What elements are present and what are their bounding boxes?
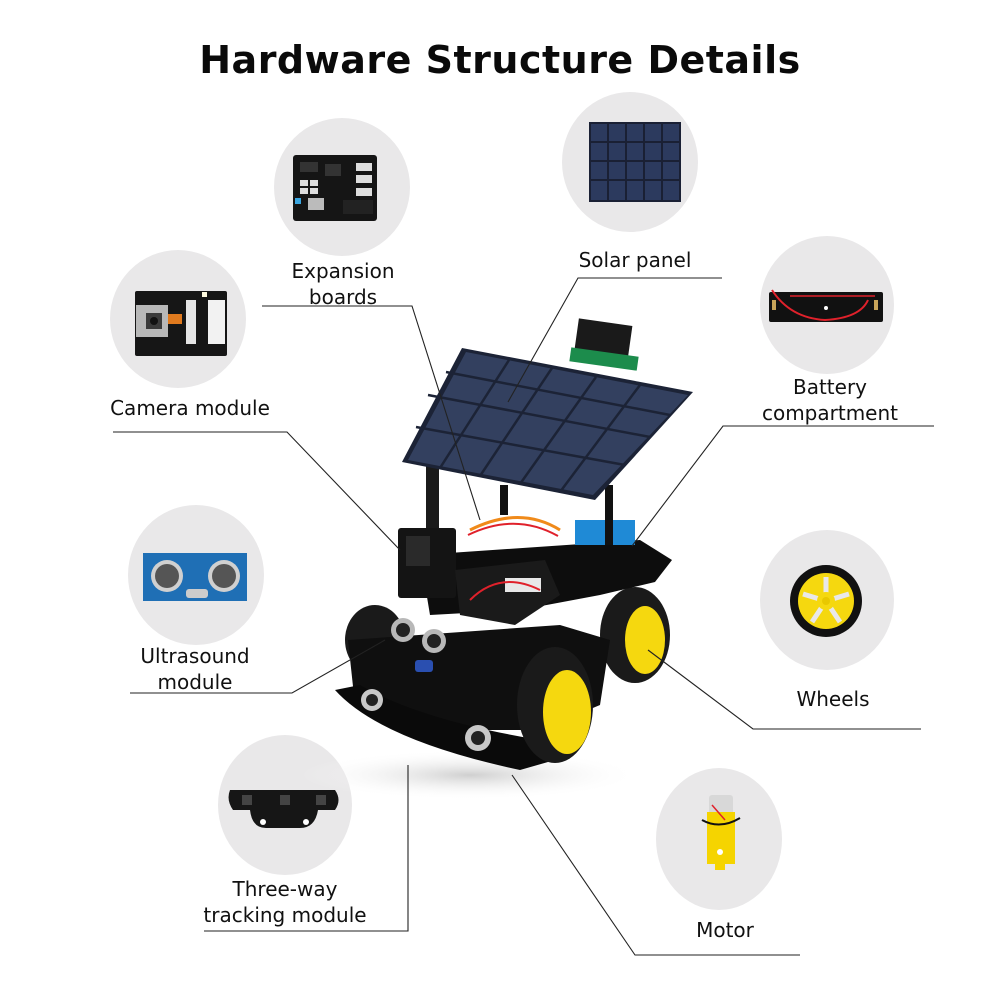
wheel-icon [790, 565, 862, 637]
expansion-board-icon [293, 155, 377, 221]
page-title: Hardware Structure Details [199, 38, 801, 82]
tracking-sensor-icon [228, 790, 339, 828]
leader-ultrasound-module [130, 639, 386, 694]
label-motor: Motor [696, 918, 754, 942]
rear-wheel [600, 587, 670, 683]
leader-solar-panel [507, 277, 722, 403]
label-wheels: Wheels [796, 687, 870, 711]
car-solar-panel [402, 318, 693, 500]
battery-holder-icon [769, 289, 883, 322]
leader-wheels [647, 649, 921, 730]
leader-expansion-boards [262, 305, 481, 521]
label-expansion-boards: Expansion boards [291, 259, 395, 309]
label-battery-compartment: Battery compartment [761, 375, 899, 425]
antenna [426, 458, 439, 540]
label-tracking-module: Three-way tracking module [203, 877, 367, 927]
solar-panel-icon [589, 122, 681, 202]
leader-tracking-module [204, 765, 409, 932]
motor-icon [701, 795, 741, 870]
camera-module-icon [135, 291, 227, 356]
label-ultrasound-module: Ultrasound module [140, 644, 250, 694]
ultrasound-sensor-icon [143, 553, 247, 601]
front-wheel [517, 647, 593, 763]
leader-motor [511, 774, 800, 956]
label-camera-module: Camera module [110, 396, 270, 420]
leader-battery-compartment [631, 425, 934, 547]
leader-camera-module [113, 431, 401, 551]
label-solar-panel: Solar panel [578, 248, 692, 272]
